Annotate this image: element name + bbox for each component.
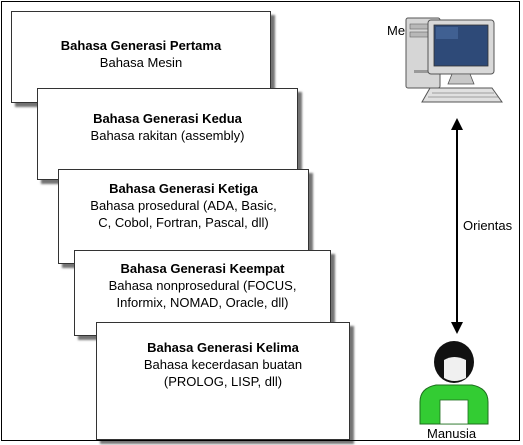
generation-1-title: Bahasa Generasi Pertama	[60, 38, 222, 53]
orientation-label: Orientas	[463, 218, 513, 233]
generation-card-1: Bahasa Generasi Pertama Bahasa Mesin	[11, 11, 271, 103]
generation-4-desc: Bahasa nonprosedural (FOCUS, Informix, N…	[108, 278, 297, 310]
generation-1-desc: Bahasa Mesin	[99, 55, 183, 70]
generation-2-title: Bahasa Generasi Kedua	[93, 111, 242, 126]
generation-card-4: Bahasa Generasi Keempat Bahasa nonprosed…	[74, 250, 331, 336]
generation-2-desc: Bahasa rakitan (assembly)	[90, 128, 245, 143]
generation-card-2: Bahasa Generasi Kedua Bahasa rakitan (as…	[37, 88, 298, 180]
orientation-arrow	[451, 118, 463, 334]
person-icon	[419, 341, 489, 425]
generation-3-desc: Bahasa prosedural (ADA, Basic, C, Cobol,…	[90, 198, 277, 230]
generation-4-title: Bahasa Generasi Keempat	[120, 261, 285, 276]
generation-5-title: Bahasa Generasi Kelima	[147, 340, 299, 355]
generation-3-title: Bahasa Generasi Ketiga	[109, 181, 258, 196]
computer-icon	[405, 17, 503, 103]
generation-card-5: Bahasa Generasi Kelima Bahasa kecerdasan…	[96, 322, 350, 440]
human-label: Manusia	[427, 426, 477, 441]
generation-5-desc: Bahasa kecerdasan buatan (PROLOG, LISP, …	[143, 357, 303, 389]
